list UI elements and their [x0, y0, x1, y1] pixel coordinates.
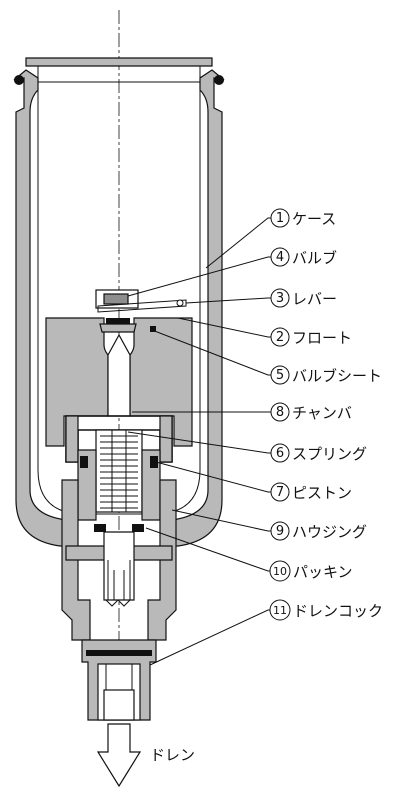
svg-text:7: 7	[276, 485, 284, 500]
svg-text:フロート: フロート	[292, 329, 352, 347]
svg-text:11: 11	[273, 604, 287, 617]
callout-2: 2 フロート	[270, 327, 352, 347]
svg-text:スプリング: スプリング	[292, 445, 367, 463]
svg-text:2: 2	[276, 330, 284, 345]
callout-1: 1 ケース	[270, 208, 336, 228]
svg-text:8: 8	[276, 405, 284, 420]
callout-9: 9 ハウジング	[270, 521, 367, 541]
callout-3: 3 レバー	[270, 288, 337, 308]
svg-text:4: 4	[276, 250, 284, 265]
valve-lever	[95, 289, 187, 333]
svg-text:レバー: レバー	[292, 290, 337, 308]
float	[45, 317, 193, 447]
drain-arrow-icon	[96, 723, 142, 788]
svg-text:パッキン: パッキン	[293, 563, 353, 581]
case	[13, 57, 225, 547]
svg-text:ケース: ケース	[292, 210, 336, 228]
callout-4: 4 バルブ	[270, 247, 337, 267]
drain-label: ドレン	[150, 746, 195, 764]
drain-cock	[81, 639, 157, 721]
leader-lines	[127, 217, 282, 666]
svg-text:ドレンコック: ドレンコック	[293, 602, 383, 620]
svg-text:バルブシート: バルブシート	[292, 367, 382, 385]
svg-text:バルブ: バルブ	[292, 249, 337, 267]
callout-11: 11 ドレンコック	[269, 599, 383, 621]
svg-text:ハウジング: ハウジング	[292, 523, 367, 541]
svg-text:1: 1	[276, 211, 284, 226]
housing	[61, 479, 177, 641]
callout-5: 5 バルブシート	[270, 365, 382, 385]
svg-text:6: 6	[276, 446, 284, 461]
svg-text:3: 3	[276, 291, 284, 306]
spring	[95, 429, 143, 513]
svg-text:10: 10	[273, 565, 287, 578]
piston	[77, 449, 161, 521]
callout-6: 6 スプリング	[270, 443, 367, 463]
svg-text:5: 5	[276, 368, 284, 383]
callout-8: 8 チャンバ	[270, 402, 352, 422]
svg-text:9: 9	[276, 524, 284, 539]
callout-10: 10 パッキン	[269, 560, 353, 582]
svg-text:ピストン: ピストン	[292, 484, 352, 502]
callout-7: 7 ピストン	[270, 482, 352, 502]
svg-text:チャンバ: チャンバ	[292, 404, 352, 422]
chamber	[65, 333, 173, 463]
